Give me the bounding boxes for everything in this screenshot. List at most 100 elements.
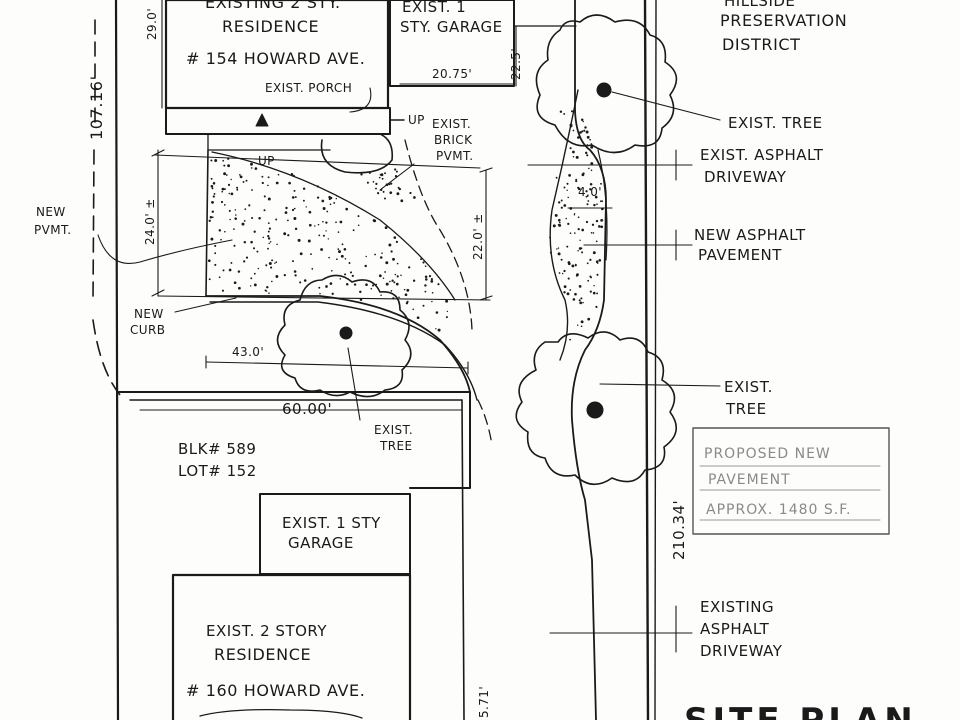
stipple-dot	[422, 304, 425, 307]
stipple-dot	[210, 159, 213, 162]
stipple-dot	[566, 182, 569, 185]
stipple-dot	[563, 204, 567, 207]
stipple-dot	[291, 208, 295, 212]
stipple-dot	[567, 196, 569, 199]
stipple-dot	[218, 276, 221, 279]
stipple-dot	[274, 262, 276, 264]
stipple-dot	[230, 261, 233, 264]
stipple-dot	[275, 261, 278, 263]
stipple-dot	[589, 188, 592, 191]
stipple-dot	[270, 266, 273, 269]
stipple-dot	[589, 275, 592, 278]
stipple-dot	[381, 252, 383, 254]
stipple-dot	[566, 189, 568, 192]
stipple-dot	[563, 186, 566, 189]
stipple-dot	[293, 270, 297, 273]
stipple-dot	[552, 224, 556, 228]
stipple-dot	[569, 232, 572, 235]
stipple-dot	[560, 199, 563, 202]
stipple-dot	[349, 271, 353, 274]
asphalt-right2-line1: EXISTING	[700, 598, 774, 616]
stipple-dot	[210, 184, 214, 188]
stipple-dot	[344, 258, 347, 260]
stipple-dot	[409, 191, 412, 195]
stipple-dot	[340, 254, 344, 258]
stipple-dot	[254, 167, 258, 170]
stipple-dot	[227, 164, 231, 168]
stipple-dot	[292, 260, 294, 263]
stipple-dot	[370, 287, 373, 290]
stipple-dot	[371, 284, 375, 287]
stipple-dot	[331, 292, 334, 295]
stipple-dot	[245, 179, 248, 182]
asphalt-right1-line1: EXIST. ASPHALT	[700, 146, 824, 164]
stipple-dot	[250, 167, 253, 169]
residence-160-address: # 160 HOWARD AVE.	[186, 681, 365, 700]
stipple-dot	[288, 181, 291, 185]
stipple-dot	[590, 231, 593, 234]
stipple-dot	[395, 240, 399, 244]
stipple-dot	[569, 338, 571, 341]
district-line2: PRESERVATION	[720, 11, 847, 30]
lot-boundary-lines	[92, 0, 657, 720]
stipple-dot	[566, 245, 569, 248]
stipple-dot	[587, 279, 590, 282]
stipple-dot	[575, 180, 578, 183]
stipple-dot	[392, 257, 395, 261]
stipple-dot	[319, 292, 321, 295]
stipple-dot	[581, 173, 585, 177]
stipple-dot	[333, 201, 336, 204]
stipple-dot	[565, 217, 567, 220]
stipple-dot	[357, 215, 360, 218]
stipple-dot	[243, 240, 247, 244]
brick-line2: BRICK	[434, 133, 473, 147]
stipple-dot	[352, 229, 355, 232]
stipple-dot	[275, 275, 279, 278]
stipple-dot	[230, 192, 234, 196]
stipple-dot	[248, 204, 251, 207]
stipple-dot	[590, 169, 593, 172]
stipple-dot	[575, 178, 578, 181]
stipple-dot	[316, 185, 319, 188]
stipple-dot	[585, 195, 588, 198]
stipple-dot	[291, 196, 295, 199]
stipple-dot	[339, 278, 342, 280]
brick-line1: EXIST.	[432, 117, 471, 131]
stipple-dot	[360, 173, 363, 176]
stipple-dot	[285, 206, 288, 210]
stipple-dot	[428, 275, 432, 278]
stipple-dot	[221, 190, 224, 193]
stipple-dot	[412, 279, 416, 282]
district-line1: HILLSIDE	[724, 0, 795, 10]
stipple-dot	[558, 201, 561, 204]
stipple-dot	[383, 197, 387, 200]
stipple-dot	[560, 258, 563, 261]
stipple-dot	[345, 282, 349, 286]
stipple-dot	[581, 130, 584, 133]
stipple-dot	[445, 316, 448, 319]
stipple-dot	[239, 175, 243, 179]
stipple-dot	[262, 236, 265, 239]
new-asphalt-line2: PAVEMENT	[698, 246, 782, 264]
stipple-dot	[229, 218, 231, 221]
stipple-dot	[384, 172, 386, 175]
stipple-dot	[326, 210, 329, 213]
stipple-dot	[243, 220, 246, 222]
stipple-dot	[575, 155, 579, 159]
stipple-dot	[220, 238, 222, 241]
stipple-dot	[209, 216, 213, 219]
up-right-label: UP	[408, 113, 425, 127]
stipple-dot	[589, 182, 593, 186]
stipple-dot	[385, 261, 389, 265]
dimension-lines	[139, 0, 613, 411]
stipple-dot	[366, 181, 369, 184]
stipple-dot	[589, 290, 592, 293]
stipple-dot	[294, 274, 297, 277]
stipple-dot	[587, 317, 591, 321]
stipple-dot	[431, 300, 433, 303]
stipple-dot	[579, 301, 583, 305]
stipple-dot	[590, 162, 594, 166]
stipple-dot	[302, 199, 305, 202]
stipple-dot	[244, 208, 247, 210]
stipple-dot	[431, 291, 434, 294]
